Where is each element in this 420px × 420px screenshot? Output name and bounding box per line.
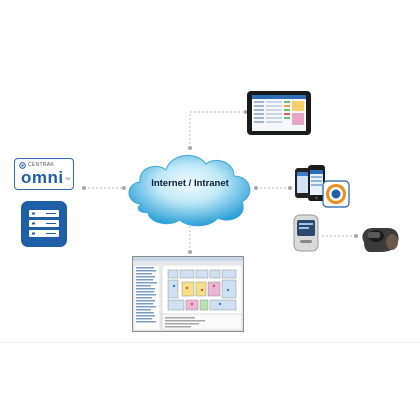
omni-logo: CENTRAK omni TM [14,158,74,190]
connector-dot [122,186,126,190]
connector-dot [188,146,192,150]
centrak-brand: CENTRAK [19,161,54,169]
connector-dot [188,250,192,254]
handheld-tag-icon [362,228,399,252]
floor-plan-screenshot [132,256,244,332]
brand-name: CENTRAK [28,162,54,168]
pager-icon [293,214,319,252]
smartphone-icon [295,165,325,201]
tablet-icon [247,91,311,135]
product-name: omni [21,168,64,187]
trademark: TM [65,177,71,181]
connector-dot [254,186,258,190]
centrak-mark-icon [19,161,26,169]
connector-dot [354,234,358,238]
connector-dot [288,186,292,190]
cloud-label: Internet / Intranet [151,178,229,189]
server-icon [21,201,67,247]
connector-dot [82,186,86,190]
target-badge-icon [322,180,350,208]
bottom-divider [0,342,420,343]
cloud-icon [128,155,251,227]
